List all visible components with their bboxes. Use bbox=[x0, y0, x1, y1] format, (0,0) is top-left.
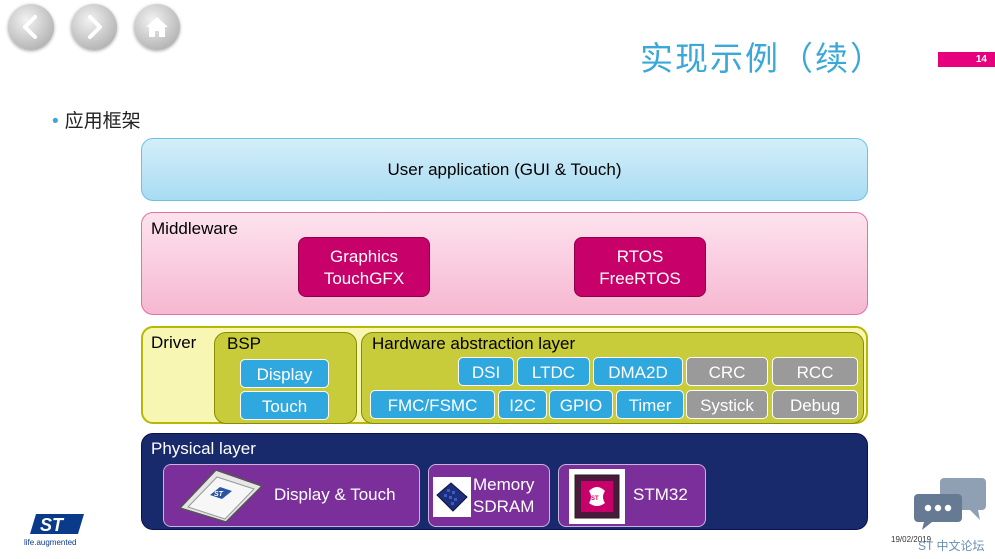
hal-ltdc-chip: LTDC bbox=[517, 357, 590, 386]
hal-rcc-chip: RCC bbox=[772, 357, 858, 386]
graphics-box: Graphics TouchGFX bbox=[298, 237, 430, 297]
stm32-chip-icon: ST bbox=[569, 469, 625, 524]
rtos-line2: FreeRTOS bbox=[599, 269, 681, 288]
hal-debug-chip: Debug bbox=[772, 390, 858, 419]
memory-line2: SDRAM bbox=[473, 497, 535, 516]
user-application-label: User application (GUI & Touch) bbox=[387, 160, 622, 179]
page-number-badge: 14 bbox=[938, 52, 995, 67]
middleware-label: Middleware bbox=[151, 219, 238, 238]
bullet-text: 应用框架 bbox=[64, 111, 141, 132]
svg-text:ST: ST bbox=[40, 515, 65, 535]
hal-systick-chip: Systick bbox=[686, 390, 768, 419]
footer-forum-link[interactable]: ST 中文论坛 bbox=[918, 539, 985, 553]
footer-date: 19/02/2019 bbox=[891, 535, 932, 544]
forward-button[interactable] bbox=[71, 4, 117, 50]
hal-timer-chip: Timer bbox=[616, 390, 684, 419]
hal-box: Hardware abstraction layer DSI LTDC DMA2… bbox=[361, 332, 864, 424]
hal-crc-chip: CRC bbox=[686, 357, 768, 386]
hal-dsi-chip: DSI bbox=[458, 357, 514, 386]
chevron-right-icon bbox=[88, 15, 102, 39]
rtos-box: RTOS FreeRTOS bbox=[574, 237, 706, 297]
hal-gpio-chip: GPIO bbox=[549, 390, 613, 419]
rtos-line1: RTOS bbox=[616, 247, 664, 266]
display-touch-box: ST Display & Touch bbox=[163, 464, 420, 527]
home-icon bbox=[146, 17, 168, 37]
graphics-line1: Graphics bbox=[329, 247, 399, 266]
bsp-label: BSP bbox=[227, 334, 262, 353]
st-logo-icon: ST bbox=[30, 514, 84, 535]
physical-label: Physical layer bbox=[151, 439, 256, 458]
display-panel-icon: ST bbox=[178, 469, 264, 523]
back-button[interactable] bbox=[8, 4, 54, 50]
st-logo-tagline: life.augmented bbox=[24, 538, 77, 547]
bullet-dot: • bbox=[52, 111, 59, 132]
physical-layer: Physical layer ST Display & Touch Memory… bbox=[141, 433, 868, 530]
bsp-display-chip: Display bbox=[240, 359, 329, 388]
hal-fmc-chip: FMC/FSMC bbox=[370, 390, 495, 419]
svg-text:ST: ST bbox=[214, 491, 224, 498]
bullet-item: •应用框架 bbox=[52, 106, 141, 133]
graphics-line2: TouchGFX bbox=[323, 269, 405, 288]
hal-i2c-chip: I2C bbox=[498, 390, 547, 419]
memory-label: Memory SDRAM bbox=[473, 474, 534, 518]
stm32-box: ST STM32 bbox=[558, 464, 706, 527]
memory-line1: Memory bbox=[473, 475, 535, 494]
stm32-label: STM32 bbox=[633, 485, 688, 504]
bsp-box: BSP Display Touch bbox=[214, 332, 357, 424]
user-application-layer: User application (GUI & Touch) bbox=[141, 138, 868, 201]
svg-text:ST: ST bbox=[591, 496, 599, 502]
page-title: 实现示例（续） bbox=[640, 39, 885, 78]
driver-layer: Driver BSP Display Touch Hardware abstra… bbox=[141, 326, 868, 424]
chat-bubbles-icon bbox=[914, 478, 986, 530]
hal-dma2d-chip: DMA2D bbox=[593, 357, 683, 386]
memory-box: Memory SDRAM bbox=[428, 464, 550, 527]
chevron-left-icon bbox=[23, 15, 37, 39]
bsp-touch-chip: Touch bbox=[240, 391, 329, 420]
display-touch-label: Display & Touch bbox=[274, 485, 396, 504]
hal-label: Hardware abstraction layer bbox=[372, 334, 576, 353]
memory-chip-icon bbox=[433, 477, 471, 517]
home-button[interactable] bbox=[134, 4, 180, 50]
middleware-layer: Middleware Graphics TouchGFX RTOS FreeRT… bbox=[141, 212, 868, 315]
driver-label: Driver bbox=[151, 333, 197, 352]
